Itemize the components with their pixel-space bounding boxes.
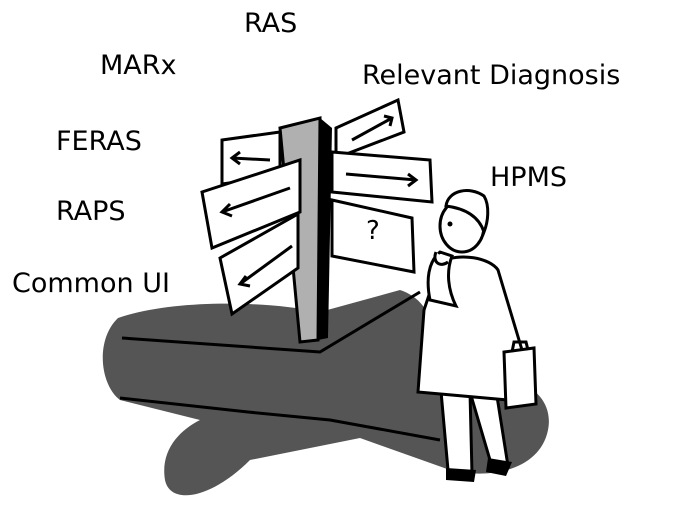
sign-mid-right [330,150,434,204]
sign-top-right [334,97,406,161]
label-ras: RAS [244,8,298,39]
label-raps: RAPS [56,196,126,227]
sign-low-right [330,198,416,274]
label-marx: MARx [100,50,177,81]
signpost-pole-dark [318,118,332,340]
road-line-top [121,290,421,354]
label-common-ui: Common UI [12,268,170,299]
label-relevant-diagnosis: Relevant Diagnosis [362,60,621,91]
thinking-businessman [416,189,538,482]
road-line-bottom [119,396,441,442]
ground-shadow [102,290,549,496]
label-hpms: HPMS [490,162,568,193]
label-feras: FERAS [56,126,142,157]
sign-question-mark: ? [366,216,380,246]
sign-mid-left [200,157,302,251]
sign-low-left [218,211,300,317]
